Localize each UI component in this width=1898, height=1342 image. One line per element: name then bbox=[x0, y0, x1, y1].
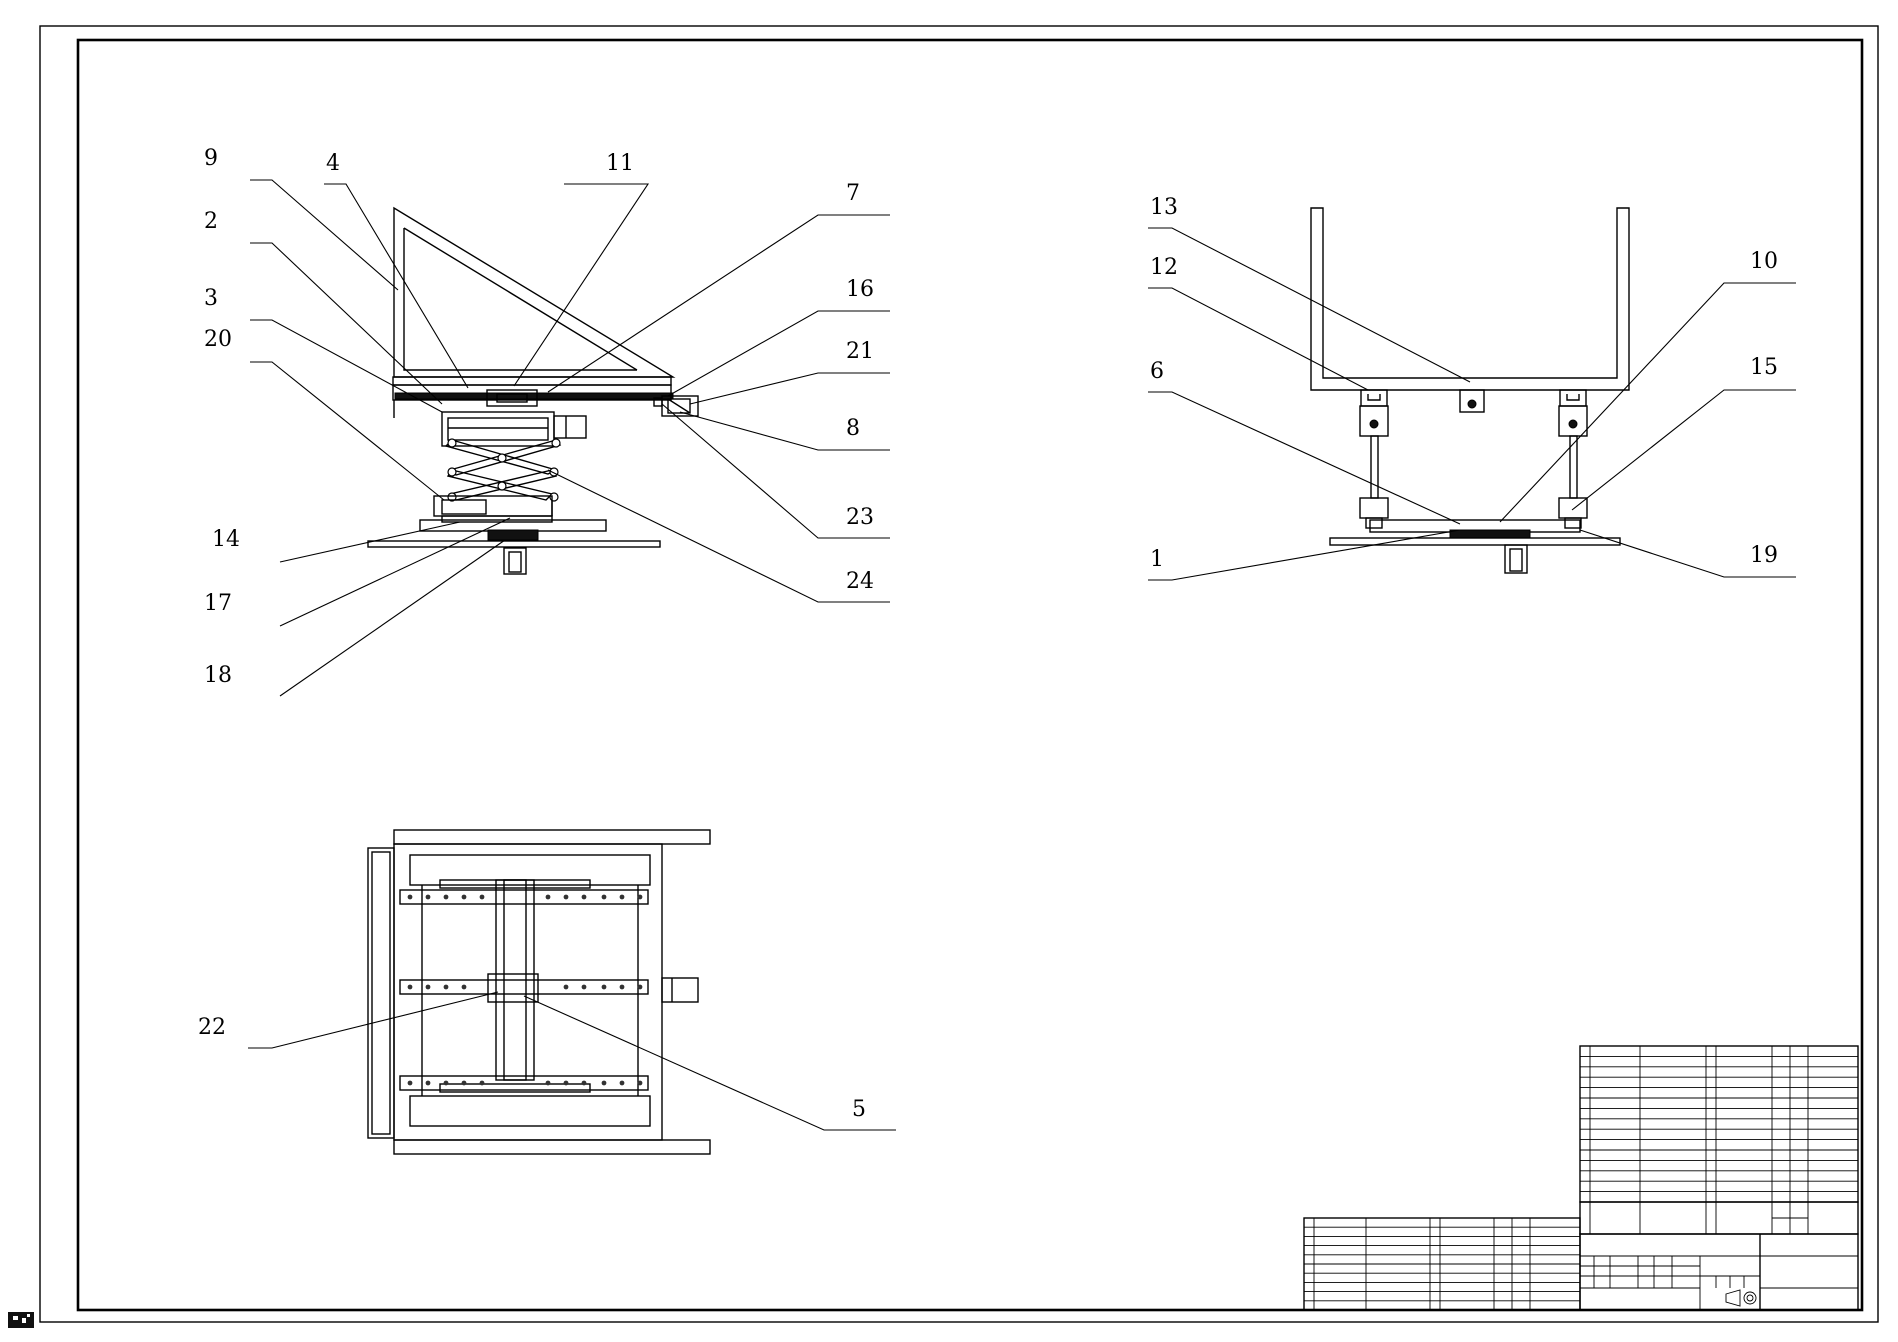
callout-4: 4 bbox=[326, 151, 340, 176]
triangular-bracket bbox=[393, 206, 676, 378]
callout-18: 18 bbox=[204, 663, 232, 688]
callout-11: 11 bbox=[606, 151, 634, 176]
callout-19: 19 bbox=[1750, 543, 1778, 568]
parts-list bbox=[1579, 1045, 1859, 1235]
callout-17: 17 bbox=[204, 591, 232, 616]
callout-12: 12 bbox=[1150, 255, 1178, 280]
callout-8: 8 bbox=[846, 416, 860, 441]
lower-cylinder bbox=[433, 495, 553, 523]
callout-1: 1 bbox=[1150, 547, 1164, 572]
callout-21: 21 bbox=[846, 339, 874, 364]
callout-23: 23 bbox=[846, 505, 874, 530]
leader-lines bbox=[248, 179, 1796, 1131]
drawing-frame bbox=[76, 38, 1864, 1312]
top-view bbox=[367, 829, 711, 1155]
scissor-linkage bbox=[444, 438, 562, 502]
bolt-holes bbox=[407, 894, 643, 1086]
logo-mark-icon bbox=[8, 1312, 34, 1328]
callout-20: 20 bbox=[204, 327, 232, 352]
callout-14: 14 bbox=[212, 527, 240, 552]
side-view bbox=[1310, 207, 1630, 574]
sheet-border bbox=[39, 25, 1879, 1323]
end-slider bbox=[653, 395, 699, 417]
callout-10: 10 bbox=[1750, 249, 1778, 274]
callout-numbers: 9 4 11 7 2 3 16 20 21 8 23 14 24 17 18 1… bbox=[198, 146, 1778, 1122]
title-block bbox=[1579, 1233, 1859, 1311]
parts-list-continuation bbox=[1303, 1217, 1581, 1311]
callout-3: 3 bbox=[204, 286, 218, 311]
callout-5: 5 bbox=[852, 1097, 866, 1122]
callout-6: 6 bbox=[1150, 359, 1164, 384]
callout-7: 7 bbox=[846, 181, 860, 206]
u-frame bbox=[1310, 207, 1630, 391]
callout-24: 24 bbox=[846, 569, 874, 594]
callout-2: 2 bbox=[204, 209, 218, 234]
callout-22: 22 bbox=[198, 1015, 226, 1040]
base-plates bbox=[367, 519, 661, 575]
callout-9: 9 bbox=[204, 146, 218, 171]
projection-symbol-icon bbox=[1725, 1289, 1757, 1307]
callout-15: 15 bbox=[1750, 355, 1778, 380]
side-base bbox=[1329, 519, 1621, 574]
front-view bbox=[367, 206, 699, 575]
callout-16: 16 bbox=[846, 277, 874, 302]
callout-13: 13 bbox=[1150, 195, 1178, 220]
hinge-blocks bbox=[1359, 389, 1588, 437]
rods bbox=[1359, 435, 1588, 529]
upper-cylinder bbox=[441, 411, 587, 447]
